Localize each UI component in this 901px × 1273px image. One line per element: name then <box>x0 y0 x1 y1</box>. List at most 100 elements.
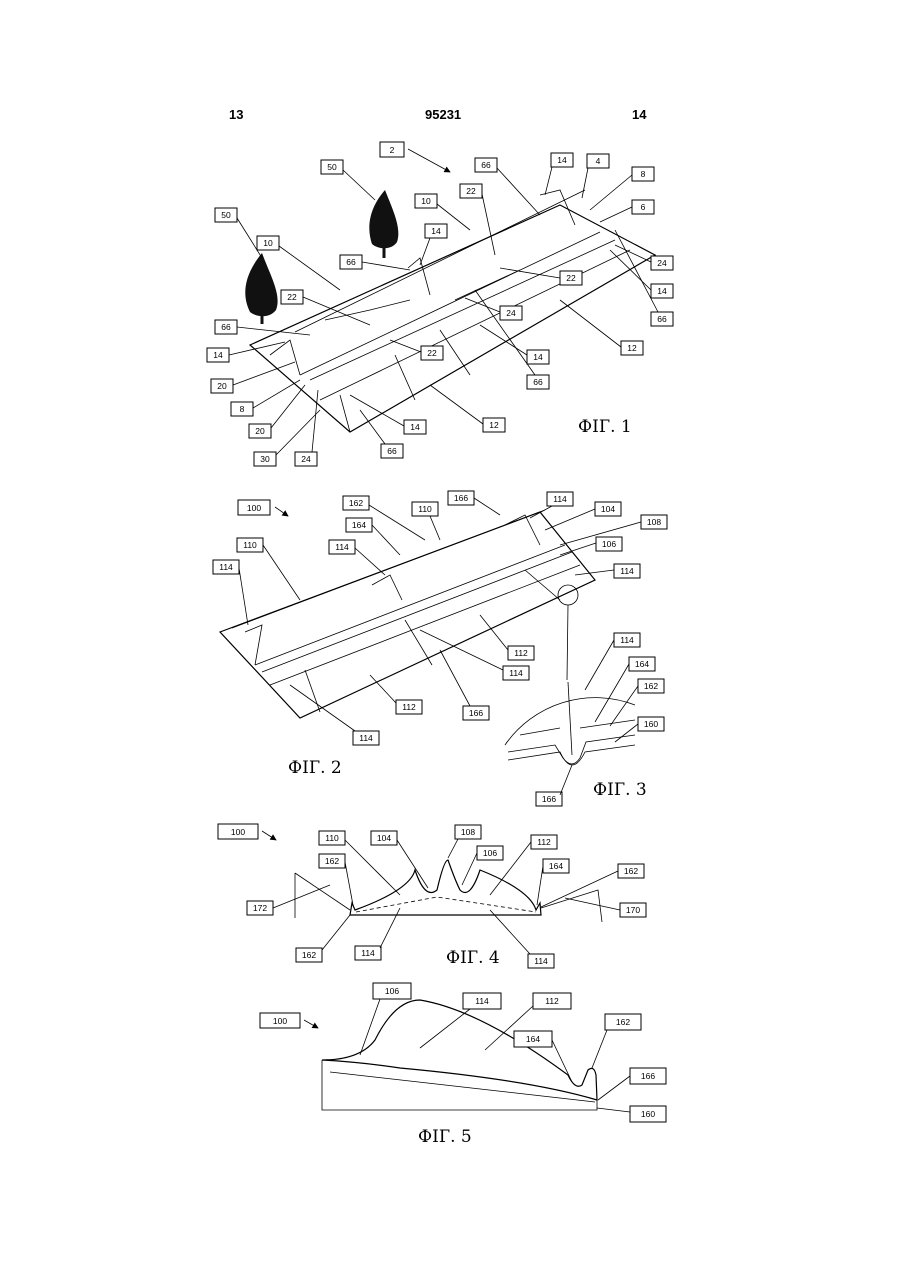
fig2-labels: 162 166 110 164 114 110 114 104 108 106 … <box>213 491 667 745</box>
svg-text:14: 14 <box>657 286 667 296</box>
svg-text:100: 100 <box>231 827 245 837</box>
figure-1: 2 50 50 10 10 22 22 22 22 66 66 66 <box>207 142 673 466</box>
svg-text:22: 22 <box>566 273 576 283</box>
svg-text:66: 66 <box>657 314 667 324</box>
svg-text:106: 106 <box>483 848 497 858</box>
svg-text:114: 114 <box>361 948 375 958</box>
svg-text:160: 160 <box>641 1109 655 1119</box>
fig1-caption: ФІГ. 1 <box>578 417 632 437</box>
fig5-ref-label: 100 <box>260 1013 300 1028</box>
svg-text:12: 12 <box>489 420 499 430</box>
svg-text:114: 114 <box>335 542 349 552</box>
svg-text:114: 114 <box>553 494 567 504</box>
svg-text:108: 108 <box>461 827 475 837</box>
svg-text:100: 100 <box>247 503 261 513</box>
svg-text:24: 24 <box>657 258 667 268</box>
svg-text:14: 14 <box>410 422 420 432</box>
fig4-labels: 110 104 108 106 112 162 164 162 172 170 … <box>247 825 646 968</box>
svg-text:112: 112 <box>537 837 551 847</box>
svg-text:162: 162 <box>349 498 363 508</box>
svg-text:112: 112 <box>545 996 559 1006</box>
svg-text:6: 6 <box>641 202 646 212</box>
svg-text:166: 166 <box>454 493 468 503</box>
fig5-profile-drawing <box>322 1000 597 1110</box>
svg-text:66: 66 <box>533 377 543 387</box>
svg-text:104: 104 <box>377 833 391 843</box>
svg-text:114: 114 <box>534 956 548 966</box>
fig1-tree-right <box>369 190 398 258</box>
svg-text:30: 30 <box>260 454 270 464</box>
fig4-caption: ФІГ. 4 <box>446 948 500 968</box>
figure-5: 100 106 114 112 162 164 166 160 ФІГ. 5 <box>260 983 666 1147</box>
svg-text:112: 112 <box>402 702 416 712</box>
svg-text:110: 110 <box>418 504 432 514</box>
svg-text:114: 114 <box>620 566 634 576</box>
svg-text:8: 8 <box>240 404 245 414</box>
svg-text:110: 110 <box>243 540 257 550</box>
svg-text:162: 162 <box>302 950 316 960</box>
svg-text:66: 66 <box>221 322 231 332</box>
svg-text:162: 162 <box>624 866 638 876</box>
svg-text:164: 164 <box>526 1034 540 1044</box>
svg-text:114: 114 <box>475 996 489 1006</box>
fig2-ref-label: 100 <box>238 500 270 515</box>
fig4-ref-label: 100 <box>218 824 258 839</box>
svg-text:14: 14 <box>213 350 223 360</box>
svg-text:24: 24 <box>506 308 516 318</box>
svg-text:108: 108 <box>647 517 661 527</box>
svg-text:100: 100 <box>273 1016 287 1026</box>
svg-text:14: 14 <box>533 352 543 362</box>
svg-text:66: 66 <box>346 257 356 267</box>
svg-text:22: 22 <box>466 186 476 196</box>
svg-text:20: 20 <box>255 426 265 436</box>
svg-text:106: 106 <box>602 539 616 549</box>
svg-text:164: 164 <box>635 659 649 669</box>
svg-text:14: 14 <box>431 226 441 236</box>
fig3-detail-drawing <box>505 682 635 765</box>
fig2-caption: ФІГ. 2 <box>288 758 342 778</box>
fig1-tree-left <box>245 253 277 324</box>
svg-text:66: 66 <box>481 160 491 170</box>
svg-text:162: 162 <box>325 856 339 866</box>
svg-text:160: 160 <box>644 719 658 729</box>
svg-text:12: 12 <box>627 343 637 353</box>
svg-text:110: 110 <box>325 833 339 843</box>
figure-3: 114 164 162 160 166 ФІГ. 3 <box>505 585 664 806</box>
svg-text:162: 162 <box>616 1017 630 1027</box>
svg-text:164: 164 <box>352 520 366 530</box>
svg-text:14: 14 <box>557 155 567 165</box>
fig1-ref-label: 2 <box>380 142 404 157</box>
svg-text:114: 114 <box>219 562 233 572</box>
fig3-caption: ФІГ. 3 <box>593 780 647 800</box>
svg-text:114: 114 <box>509 668 523 678</box>
svg-text:114: 114 <box>359 733 373 743</box>
svg-text:2: 2 <box>390 145 395 155</box>
svg-text:104: 104 <box>601 504 615 514</box>
figure-4: 100 110 104 108 106 112 162 164 162 <box>218 824 646 968</box>
svg-text:166: 166 <box>542 794 556 804</box>
svg-text:22: 22 <box>427 348 437 358</box>
svg-text:166: 166 <box>641 1071 655 1081</box>
svg-text:106: 106 <box>385 986 399 996</box>
svg-text:66: 66 <box>387 446 397 456</box>
fig3-detail-circle <box>558 585 578 605</box>
fig1-tile-drawing <box>250 190 655 432</box>
svg-text:10: 10 <box>263 238 273 248</box>
svg-text:170: 170 <box>626 905 640 915</box>
svg-text:22: 22 <box>287 292 297 302</box>
fig5-caption: ФІГ. 5 <box>418 1127 472 1147</box>
svg-text:10: 10 <box>421 196 431 206</box>
svg-text:50: 50 <box>221 210 231 220</box>
svg-text:112: 112 <box>514 648 528 658</box>
svg-text:166: 166 <box>469 708 483 718</box>
figure-2: 100 162 166 110 164 114 110 114 104 108 … <box>213 491 667 778</box>
svg-text:114: 114 <box>620 635 634 645</box>
svg-text:162: 162 <box>644 681 658 691</box>
svg-text:172: 172 <box>253 903 267 913</box>
svg-text:50: 50 <box>327 162 337 172</box>
svg-text:164: 164 <box>549 861 563 871</box>
svg-text:24: 24 <box>301 454 311 464</box>
svg-text:4: 4 <box>596 156 601 166</box>
fig2-tile-drawing <box>220 510 595 718</box>
